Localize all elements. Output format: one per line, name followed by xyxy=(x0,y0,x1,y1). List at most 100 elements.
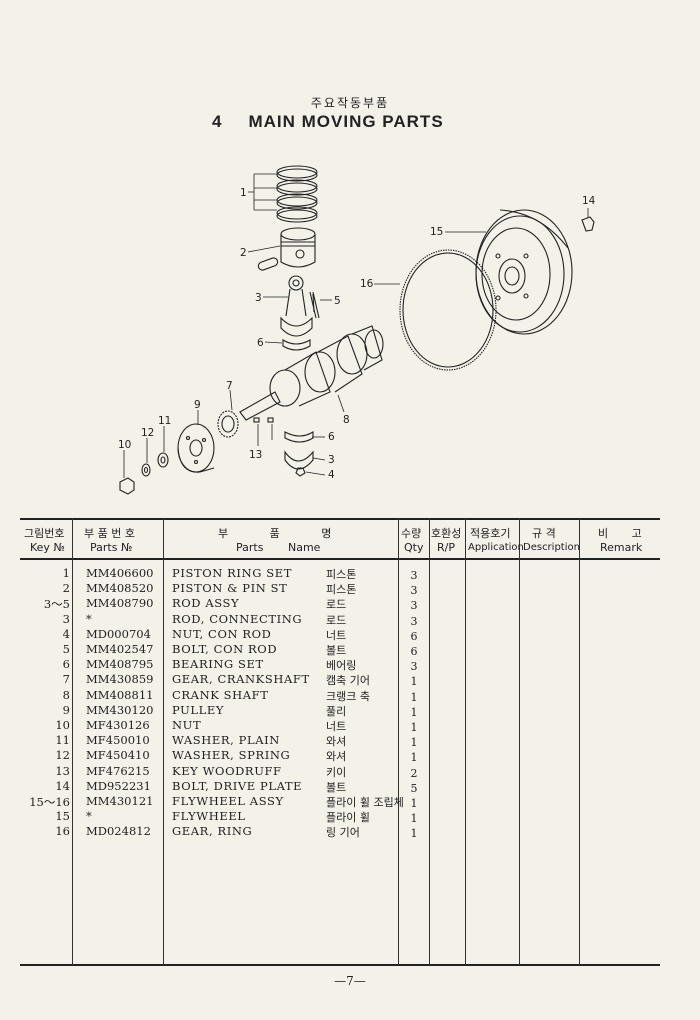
ring-gear-illustration xyxy=(399,249,497,371)
row-key: 7 xyxy=(62,672,70,687)
row-quantity: 1 xyxy=(410,690,418,704)
row-part-number: MM408520 xyxy=(86,581,154,596)
row-quantity: 1 xyxy=(410,812,418,826)
row-part-name: BEARING SET xyxy=(172,657,264,672)
header-name-en-2: Name xyxy=(288,541,321,554)
row-part-name: PISTON RING SET xyxy=(172,566,293,580)
row-part-number: * xyxy=(86,809,92,824)
callout-label: 7 xyxy=(226,380,233,392)
row-key: 3 xyxy=(62,611,70,626)
piston-ring-illustration xyxy=(276,165,318,223)
row-part-name-korean: 피스톤 xyxy=(326,568,357,581)
callout-label: 12 xyxy=(141,427,154,439)
page-subtitle-korean: 주요작동부품 xyxy=(310,96,390,110)
table-header-rule xyxy=(20,558,660,560)
row-quantity: 2 xyxy=(410,766,418,780)
row-part-number: MM408790 xyxy=(86,596,154,611)
row-part-number: MM430120 xyxy=(86,702,154,717)
row-key: 16 xyxy=(55,824,70,839)
row-quantity: 3 xyxy=(410,584,418,598)
page-number: —7— xyxy=(334,974,366,988)
header-name-kr: 부 품 명 xyxy=(218,527,332,540)
row-part-name-korean: 로드 xyxy=(326,613,347,627)
row-part-name: NUT xyxy=(172,718,202,732)
row-part-name: BOLT, DRIVE PLATE xyxy=(172,778,303,793)
row-part-name: ROD ASSY xyxy=(172,596,240,611)
callout-label: 3 xyxy=(255,292,262,304)
row-part-name: NUT, CON ROD xyxy=(172,626,272,641)
row-part-name: CRANK SHAFT xyxy=(172,687,269,702)
row-part-number: MD952231 xyxy=(86,778,151,793)
callout-label: 8 xyxy=(343,414,350,426)
callout-label: 6 xyxy=(257,337,264,349)
row-quantity: 1 xyxy=(410,705,418,719)
callout-label: 4 xyxy=(328,469,335,481)
row-part-name-korean: 너트 xyxy=(326,720,347,733)
row-part-number: MM406600 xyxy=(86,566,154,580)
row-part-number: MD000704 xyxy=(86,626,151,641)
column-divider xyxy=(465,518,466,965)
callout-label: 5 xyxy=(334,295,341,307)
row-key: 13 xyxy=(55,763,70,778)
flywheel-illustration xyxy=(475,209,573,335)
row-part-number: MD024812 xyxy=(86,824,151,839)
row-key: 11 xyxy=(55,733,70,748)
header-qty-kr: 수량 xyxy=(401,527,422,540)
row-key: 4 xyxy=(62,626,70,641)
row-quantity: 5 xyxy=(410,781,418,795)
bearing-illustration xyxy=(282,339,311,351)
row-key: 3～5 xyxy=(43,597,70,612)
header-application-kr: 적용호기 xyxy=(470,527,511,540)
table-bottom-rule xyxy=(20,964,660,966)
row-part-number: MF450410 xyxy=(86,748,150,763)
row-quantity: 6 xyxy=(410,629,418,643)
row-part-name-korean: 피스톤 xyxy=(326,583,357,597)
row-quantity: 1 xyxy=(410,721,418,734)
row-key: 2 xyxy=(62,581,70,596)
row-part-name: FLYWHEEL xyxy=(172,809,246,824)
piston-illustration xyxy=(257,227,316,271)
header-qty-en: Qty xyxy=(404,541,424,554)
row-part-name: GEAR, CRANKSHAFT xyxy=(172,672,310,687)
column-divider xyxy=(398,518,399,965)
row-part-number: MM402547 xyxy=(86,642,154,656)
row-part-name-korean: 로드 xyxy=(326,598,347,612)
header-name-en-1: Parts xyxy=(236,541,264,554)
callout-label: 9 xyxy=(194,399,201,411)
callout-label: 13 xyxy=(249,449,262,461)
row-key: 15～16 xyxy=(29,795,70,809)
row-quantity: 1 xyxy=(410,751,418,765)
row-key: 8 xyxy=(62,687,70,702)
row-part-number: * xyxy=(86,611,92,626)
row-key: 12 xyxy=(55,748,70,763)
row-part-number: MM408811 xyxy=(86,687,154,702)
callout-label: 15 xyxy=(430,226,443,238)
row-quantity: 1 xyxy=(410,827,418,841)
header-key-kr: 그림번호 xyxy=(24,527,65,540)
column-divider xyxy=(163,518,164,965)
row-part-name: PULLEY xyxy=(172,702,225,717)
row-quantity: 3 xyxy=(410,614,418,628)
callout-label: 14 xyxy=(582,195,596,207)
header-remark-kr: 비 고 xyxy=(598,527,642,540)
row-part-name: WASHER, PLAIN xyxy=(172,733,280,748)
row-part-name-korean: 베어링 xyxy=(326,659,357,673)
row-part-name-korean: 볼트 xyxy=(326,644,347,657)
row-part-name-korean: 캠축 기어 xyxy=(326,674,370,688)
row-part-name-korean: 볼트 xyxy=(326,780,347,794)
row-part-number: MM430859 xyxy=(86,672,154,687)
section-title: MAIN MOVING PARTS xyxy=(248,112,444,131)
header-rp-kr: 호환성 xyxy=(431,527,462,540)
header-description-kr: 규 격 xyxy=(532,527,556,540)
callout-label: 2 xyxy=(240,247,247,259)
crankshaft-illustration xyxy=(239,325,384,421)
row-part-name: WASHER, SPRING xyxy=(172,748,291,763)
exploded-parts-diagram: 1 2 3 5 6 7 8 9 11 12 10 13 6 3 4 14 15 … xyxy=(118,165,596,495)
header-key-en: Key № xyxy=(30,541,65,554)
row-key: 10 xyxy=(55,718,70,732)
